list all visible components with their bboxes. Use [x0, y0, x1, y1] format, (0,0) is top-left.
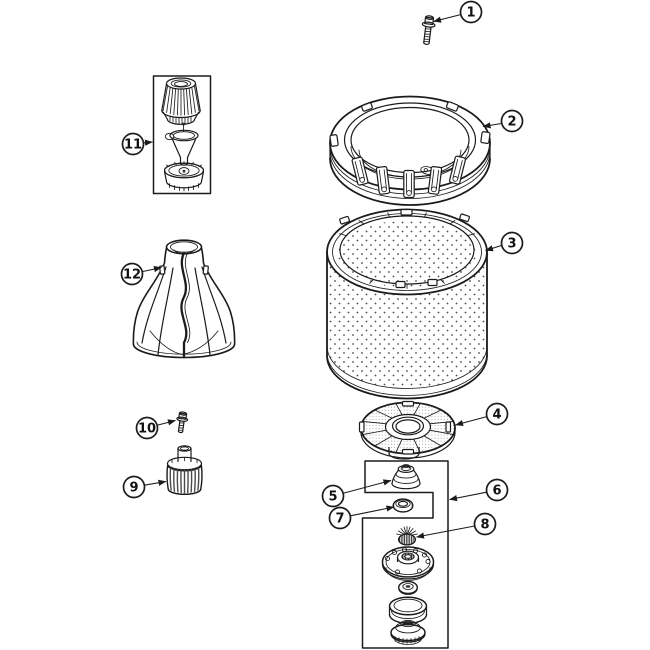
- dispenser-cap: [161, 77, 201, 125]
- svg-text:4: 4: [492, 408, 501, 423]
- callout-2: 2: [482, 109, 524, 133]
- perforated-wash-basket: [326, 208, 488, 400]
- hub-nut: [392, 498, 414, 513]
- dispenser-funnel: [164, 122, 199, 166]
- dispenser-assembly: [152, 75, 212, 195]
- dispenser-base: [163, 161, 205, 192]
- ring-clip: [427, 166, 443, 195]
- callout-7: 7: [328, 505, 395, 530]
- seal-kit-cup: [388, 596, 428, 624]
- agitator: [132, 239, 236, 359]
- svg-text:8: 8: [480, 518, 489, 533]
- hex-head-screw: [421, 15, 436, 45]
- callout-5: 5: [321, 479, 392, 508]
- svg-text:1: 1: [466, 6, 475, 21]
- svg-text:5: 5: [328, 490, 337, 505]
- callout-11: 11: [121, 132, 153, 156]
- callout-1: 1: [433, 0, 483, 24]
- drive-hub: [358, 400, 456, 460]
- tub-ring: [329, 95, 491, 206]
- ring-clip: [375, 166, 391, 195]
- seal-kit-bearing: [398, 580, 419, 595]
- svg-text:6: 6: [492, 484, 501, 499]
- svg-text:12: 12: [123, 268, 141, 283]
- drive-bell: [166, 445, 203, 495]
- svg-text:7: 7: [335, 512, 344, 527]
- svg-text:9: 9: [129, 481, 138, 496]
- callout-3: 3: [485, 231, 524, 255]
- agitator-bolt: [176, 411, 189, 434]
- callout-12: 12: [120, 262, 162, 286]
- svg-text:11: 11: [124, 138, 142, 153]
- ring-clip: [351, 156, 369, 186]
- callout-9: 9: [122, 475, 167, 499]
- callout-10: 10: [135, 416, 176, 440]
- seal-kit-outline: [361, 460, 449, 649]
- spline-insert: [396, 526, 418, 546]
- svg-text:10: 10: [138, 422, 156, 437]
- svg-text:2: 2: [507, 115, 516, 130]
- ring-clip: [403, 169, 415, 199]
- callout-8: 8: [416, 512, 497, 539]
- ring-clip: [448, 155, 466, 185]
- svg-text:3: 3: [507, 237, 516, 252]
- callout-4: 4: [455, 402, 509, 427]
- cone-seal: [391, 464, 421, 490]
- seal-kit-seal: [390, 619, 426, 645]
- seal-kit-plate: [381, 546, 435, 581]
- callout-6: 6: [449, 478, 509, 502]
